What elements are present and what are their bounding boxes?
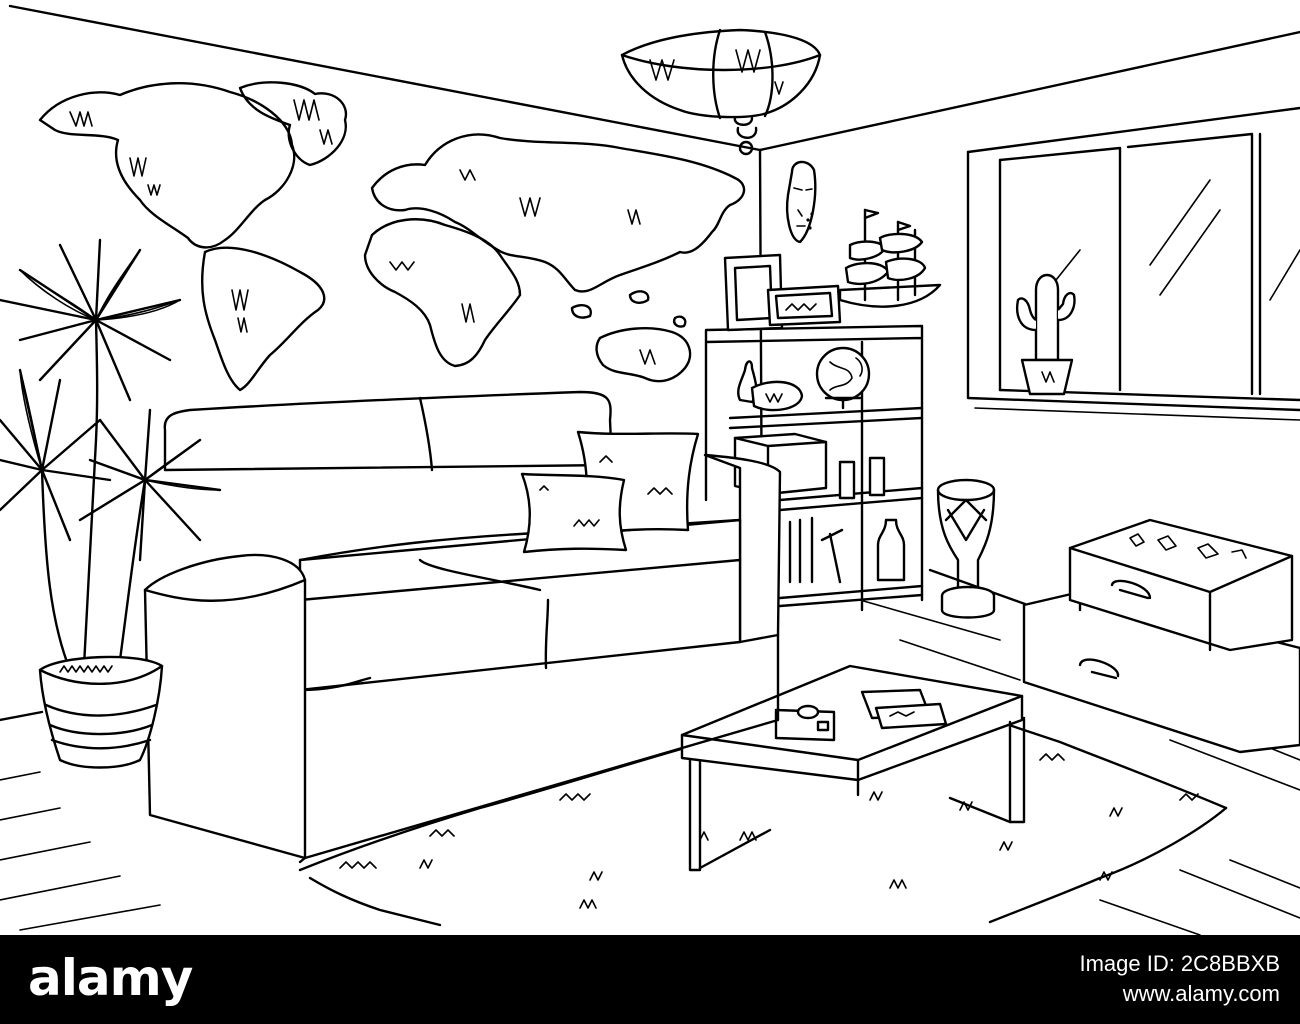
suitcases xyxy=(1022,518,1300,754)
ceiling-lamp-icon xyxy=(620,28,822,156)
camera-icon xyxy=(774,704,836,742)
palm-plant-icon xyxy=(0,238,222,769)
mask-icon xyxy=(786,160,817,244)
image-id-label: Image ID: 2C8BBXB xyxy=(1079,951,1280,976)
sofa xyxy=(143,390,782,864)
sailboat-model-icon xyxy=(838,208,942,308)
world-map-icon xyxy=(38,81,746,392)
room-illustration xyxy=(0,4,1300,935)
drum-icon xyxy=(936,478,996,619)
coffee-table xyxy=(680,664,1026,872)
stock-watermark-banner: alamy Image ID: 2C8BBXB www.alamy.com xyxy=(0,935,1300,1024)
window xyxy=(966,106,1300,421)
stock-url: www.alamy.com xyxy=(1122,981,1280,1006)
image-id-block: Image ID: 2C8BBXB www.alamy.com xyxy=(1079,949,1280,1009)
alamy-logo: alamy xyxy=(28,949,193,1007)
cactus-icon xyxy=(1016,273,1076,396)
globe-icon xyxy=(815,346,871,410)
